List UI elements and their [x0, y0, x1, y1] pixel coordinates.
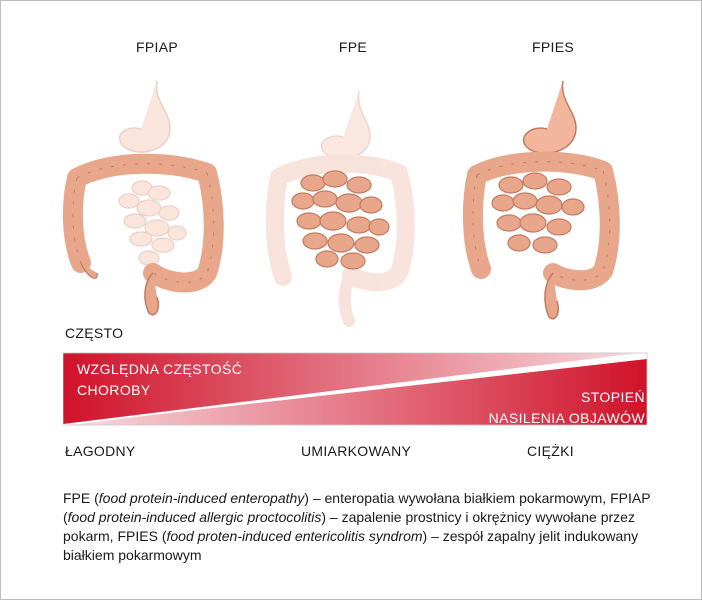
- gradient-wedge-bar: [63, 352, 648, 426]
- severity-moderate: UMIARKOWANY: [301, 443, 412, 459]
- caption-fpe-full: food protein-induced enteropathy: [98, 490, 305, 506]
- caption-fpies-full: food proten-induced entericolitis syndro…: [166, 528, 423, 544]
- frequency-label-line2: CHOROBY: [77, 382, 151, 398]
- caption-fpe-desc: – enteropatia wywołana białkiem pokarmow…: [308, 490, 607, 506]
- caption-fpiap-full: food protein-induced allergic proctocoli…: [67, 509, 322, 525]
- severity-severe: CIĘŻKI: [527, 443, 574, 459]
- caption-fpiap-abbr: FPIAP: [610, 490, 651, 506]
- severity-mild: ŁAGODNY: [65, 443, 136, 459]
- caption-fpiap-desc: – zapalenie prostnicy i okrężnicy wywoła…: [63, 509, 635, 544]
- caption-fpies-abbr: FPIES: [117, 528, 158, 544]
- caption-fpe-abbr: FPE: [63, 490, 91, 506]
- frequency-label-line1: WZGLĘDNA CZĘSTOŚĆ: [77, 361, 243, 377]
- title-fpies: FPIES: [532, 39, 574, 55]
- frequency-label: CZĘSTO: [65, 325, 124, 341]
- gut-illustration-fpe: [265, 90, 415, 327]
- frequency-wedge-label: WZGLĘDNA CZĘSTOŚĆ CHOROBY: [77, 359, 277, 401]
- severity-wedge-label: STOPIEŃ NASILENIA OBJAWÓW: [459, 387, 645, 429]
- caption-fpies-desc: – zespół zapalny jelit indukowany białki…: [63, 528, 639, 563]
- figure-caption: FPE (food protein-induced enteropathy) –…: [63, 490, 651, 563]
- title-fpiap: FPIAP: [136, 39, 178, 55]
- severity-label-line2: NASILENIA OBJAWÓW: [488, 410, 645, 426]
- title-fpe: FPE: [338, 39, 368, 55]
- gut-illustration-fpiap: [62, 80, 224, 316]
- severity-label-line1: STOPIEŃ: [580, 389, 645, 405]
- gut-illustration-fpies: [462, 80, 620, 320]
- severity-wedge: [63, 359, 647, 425]
